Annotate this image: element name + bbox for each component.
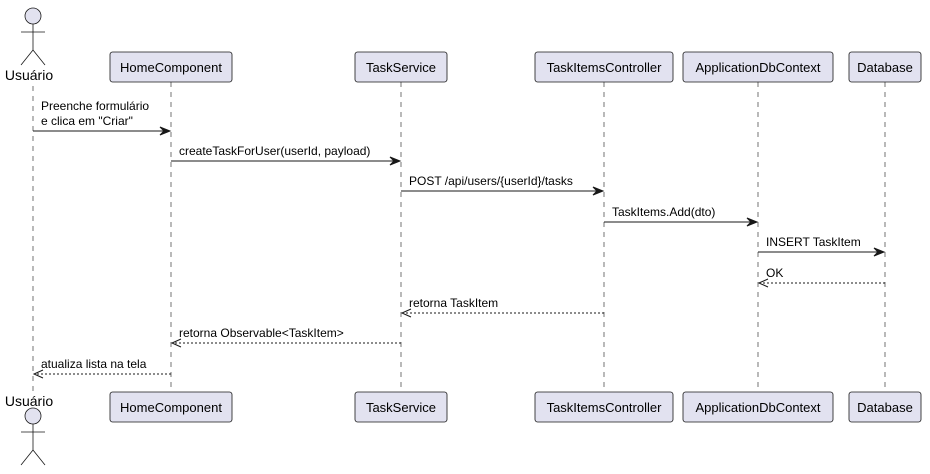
message-2: createTaskForUser(userId, payload) — [171, 144, 402, 166]
message-label: INSERT TaskItem — [766, 235, 861, 249]
message-label: retorna TaskItem — [409, 296, 498, 310]
participant-box-home-bottom: HomeComponent — [109, 391, 233, 423]
arrowhead-filled-icon — [746, 217, 759, 227]
participant-label: Database — [857, 400, 913, 415]
participant-box-home-top: HomeComponent — [109, 51, 233, 83]
arrowhead-open-icon — [757, 278, 769, 288]
participant-label: HomeComponent — [120, 400, 222, 415]
actor-leg-right — [32, 49, 46, 66]
actor-head — [24, 7, 42, 25]
arrowhead-filled-icon — [592, 186, 605, 196]
arrowhead-open-icon — [400, 308, 412, 318]
lifelines — [32, 82, 886, 392]
message-7: retorna TaskItem — [400, 296, 604, 318]
message-label: TaskItems.Add(dto) — [612, 205, 715, 219]
message-label: Preenche formulário — [41, 99, 149, 113]
participant-rect — [682, 391, 834, 423]
participant-rect — [534, 391, 674, 423]
participant-label: HomeComponent — [120, 60, 222, 75]
participant-rect — [109, 51, 233, 83]
message-label: e clica em "Criar" — [41, 114, 133, 128]
message-5: INSERT TaskItem — [758, 235, 886, 257]
actor-label: Usuário — [5, 393, 53, 409]
participant-rect — [534, 51, 674, 83]
actor-leg-right — [32, 449, 46, 466]
participant-label: ApplicationDbContext — [695, 400, 820, 415]
participant-box-service-top: TaskService — [354, 51, 448, 83]
participant-label: TaskService — [366, 400, 436, 415]
message-label: atualiza lista na tela — [41, 357, 147, 371]
participant-box-db_context-top: ApplicationDbContext — [682, 51, 834, 83]
message-4: TaskItems.Add(dto) — [604, 205, 759, 227]
actor-stick-figure-icon — [20, 407, 46, 466]
actor-label: Usuário — [5, 67, 53, 83]
message-3: POST /api/users/{userId}/tasks — [401, 174, 605, 196]
message-9: atualiza lista na tela — [32, 357, 171, 379]
participant-label: Database — [857, 60, 913, 75]
message-label: retorna Observable<TaskItem> — [179, 326, 344, 340]
actor-leg-left — [20, 49, 34, 66]
participant-rect — [354, 391, 448, 423]
participant-box-database-top: Database — [848, 51, 922, 83]
participant-label: TaskService — [366, 60, 436, 75]
message-label: POST /api/users/{userId}/tasks — [409, 174, 573, 188]
participant-box-db_context-bottom: ApplicationDbContext — [682, 391, 834, 423]
participants: HomeComponentHomeComponentTaskServiceTas… — [109, 51, 922, 423]
message-label: createTaskForUser(userId, payload) — [179, 144, 370, 158]
message-label: OK — [766, 266, 783, 280]
actor-top: Usuário — [5, 7, 53, 83]
participant-box-database-bottom: Database — [848, 391, 922, 423]
actor-stick-figure-icon — [20, 7, 46, 66]
actor-head — [24, 407, 42, 425]
participant-box-controller-bottom: TaskItemsController — [534, 391, 674, 423]
actor-bottom: Usuário — [5, 393, 53, 466]
message-6: OK — [757, 266, 885, 288]
arrowhead-open-icon — [32, 369, 44, 379]
arrowhead-filled-icon — [159, 126, 172, 136]
participant-box-service-bottom: TaskService — [354, 391, 448, 423]
participant-rect — [354, 51, 448, 83]
participant-rect — [848, 51, 922, 83]
participant-label: TaskItemsController — [547, 400, 663, 415]
message-8: retorna Observable<TaskItem> — [170, 326, 401, 348]
participant-label: ApplicationDbContext — [695, 60, 820, 75]
participant-label: TaskItemsController — [547, 60, 663, 75]
participant-box-controller-top: TaskItemsController — [534, 51, 674, 83]
arrowhead-open-icon — [170, 338, 182, 348]
arrowhead-filled-icon — [873, 247, 886, 257]
participant-rect — [682, 51, 834, 83]
arrowhead-filled-icon — [389, 156, 402, 166]
actor-leg-left — [20, 449, 34, 466]
participant-rect — [109, 391, 233, 423]
participant-rect — [848, 391, 922, 423]
